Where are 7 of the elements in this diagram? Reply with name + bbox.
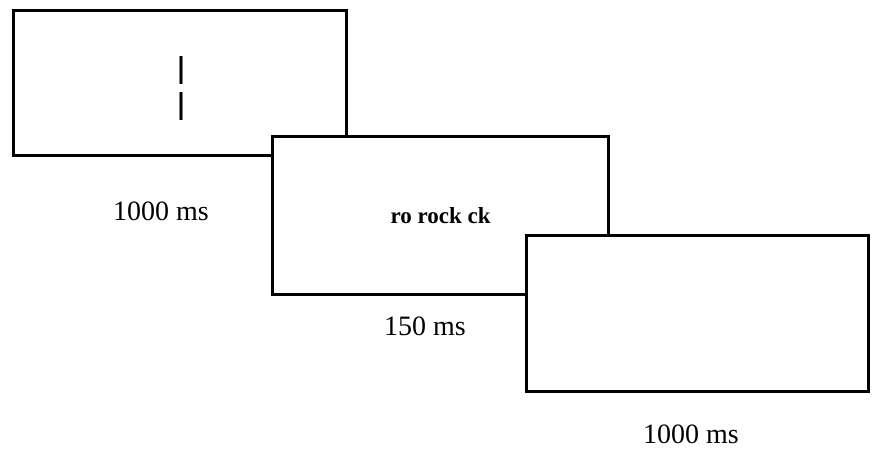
stimulus-screen bbox=[271, 135, 610, 296]
stimulus-text: ro rock ck bbox=[390, 202, 491, 228]
screen-frame bbox=[525, 234, 870, 393]
screen-frame bbox=[12, 9, 348, 157]
duration-label: 1000 ms bbox=[113, 196, 209, 228]
duration-label: 1000 ms bbox=[643, 419, 739, 451]
duration-label: 150 ms bbox=[384, 311, 466, 343]
